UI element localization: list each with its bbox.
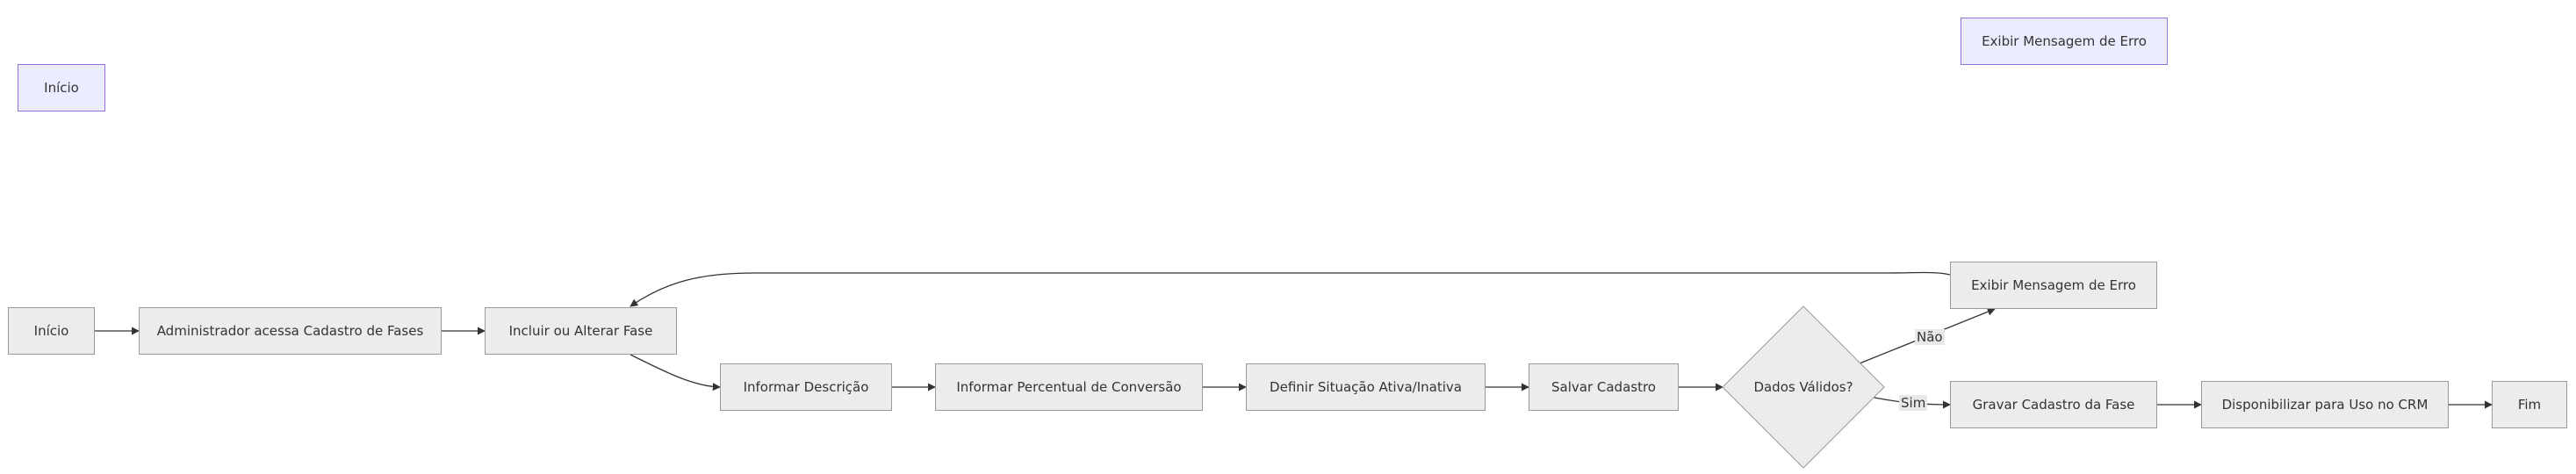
edge-incluir-descricao <box>630 354 721 391</box>
node-definir-situacao: Definir Situação Ativa/Inativa <box>1246 363 1486 411</box>
node-gravar-cadastro-label: Gravar Cadastro da Fase <box>1972 397 2135 413</box>
edge-erro-incluir <box>630 271 1951 307</box>
node-disponibilizar-label: Disponibilizar para Uso no CRM <box>2221 397 2428 413</box>
node-incluir-alterar: Incluir ou Alterar Fase <box>485 307 677 355</box>
edge-label-nao: Não <box>1915 329 1945 345</box>
node-informar-percentual-label: Informar Percentual de Conversão <box>956 379 1182 395</box>
node-informar-descricao-label: Informar Descrição <box>743 379 869 395</box>
edge-label-sim: Sim <box>1899 395 1928 411</box>
legend-error-label: Exibir Mensagem de Erro <box>1982 33 2147 49</box>
node-fim-label: Fim <box>2517 397 2542 413</box>
node-dados-validos-label: Dados Válidos? <box>1753 379 1853 395</box>
node-disponibilizar: Disponibilizar para Uso no CRM <box>2201 381 2449 428</box>
node-gravar-cadastro: Gravar Cadastro da Fase <box>1950 381 2157 428</box>
legend-start-label: Início <box>44 80 79 96</box>
node-salvar-cadastro: Salvar Cadastro <box>1529 363 1679 411</box>
node-exibir-erro-label: Exibir Mensagem de Erro <box>1971 277 2136 293</box>
node-acessa-cadastro-label: Administrador acessa Cadastro de Fases <box>156 323 424 339</box>
node-fim: Fim <box>2492 381 2567 428</box>
legend-error-node: Exibir Mensagem de Erro <box>1961 18 2168 65</box>
legend-start-node: Início <box>18 64 105 111</box>
decision-diamond <box>1722 305 1885 469</box>
node-incluir-alterar-label: Incluir ou Alterar Fase <box>508 323 653 339</box>
node-definir-situacao-label: Definir Situação Ativa/Inativa <box>1270 379 1462 395</box>
node-inicio: Início <box>8 307 95 355</box>
node-salvar-cadastro-label: Salvar Cadastro <box>1551 379 1656 395</box>
node-informar-percentual: Informar Percentual de Conversão <box>935 363 1203 411</box>
node-acessa-cadastro: Administrador acessa Cadastro de Fases <box>139 307 442 355</box>
node-inicio-label: Início <box>33 323 69 339</box>
node-exibir-erro: Exibir Mensagem de Erro <box>1950 262 2157 309</box>
node-dados-validos: Dados Válidos? <box>1723 370 1884 405</box>
node-informar-descricao: Informar Descrição <box>720 363 892 411</box>
